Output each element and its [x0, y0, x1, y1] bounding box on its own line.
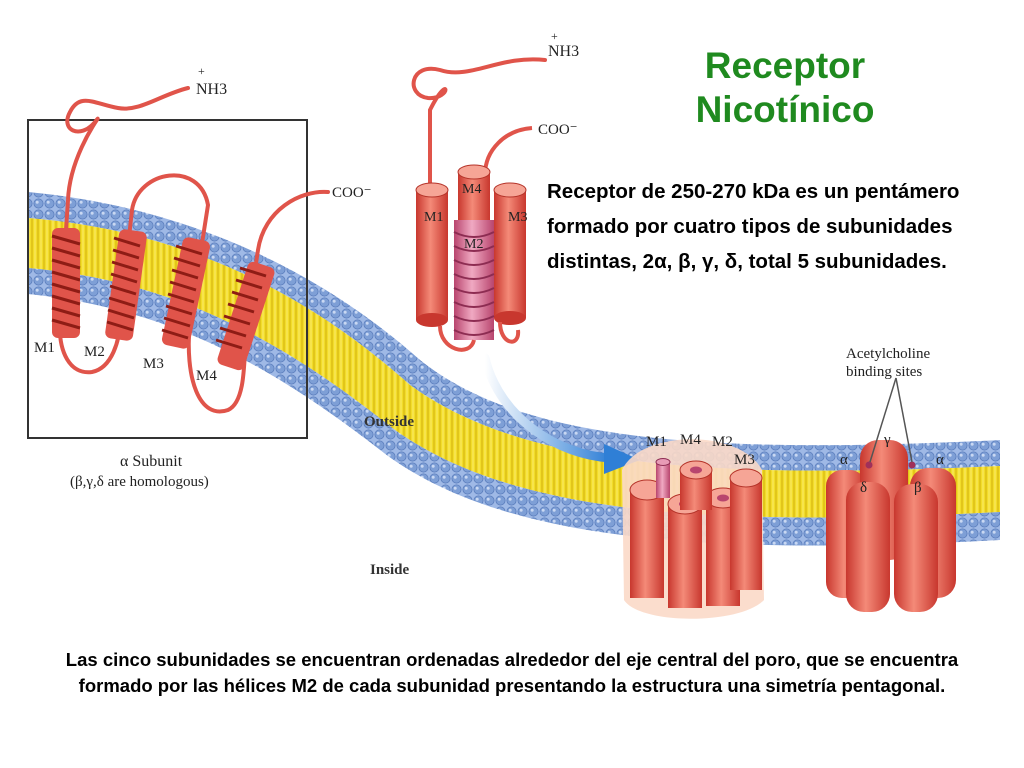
hydrophobic-core — [28, 218, 1000, 518]
assembly-arrow — [480, 353, 640, 474]
cylinder-m1 — [415, 182, 449, 327]
caption-text: Las cinco subunidades se encuentran orde… — [65, 649, 959, 696]
pentamer-label-m1: M1 — [646, 434, 667, 450]
outside-label: Outside — [364, 414, 414, 430]
title-line-2: Nicotínico — [695, 89, 875, 130]
receptor-side-view: Acetylcholine binding sites α γ α δ β — [826, 346, 956, 612]
subunit-delta: δ — [860, 480, 867, 496]
cylinder-m3 — [493, 182, 527, 325]
subunit-beta: β — [914, 480, 922, 496]
helix-m3 — [161, 237, 211, 349]
pentamer-model: M1 M4 M2 M3 — [622, 432, 764, 619]
cylinder-m2 — [453, 220, 495, 340]
binding-label-line2: binding sites — [846, 364, 922, 380]
subunit-alpha-right: α — [936, 452, 944, 468]
helix-m1 — [51, 228, 81, 338]
model-label-m4: M4 — [462, 182, 481, 197]
subunit-gamma: γ — [883, 432, 891, 448]
c-terminus-label: COO⁻ — [332, 185, 372, 201]
title-line-1: Receptor — [704, 45, 866, 86]
label-m1: M1 — [34, 340, 55, 356]
model-label-m3: M3 — [508, 210, 527, 225]
alpha-subunit-panel: NH3 + COO⁻ M1 M2 M3 M4 α Subunit (β,γ,δ … — [27, 64, 372, 490]
subunit-3d-model: NH3 + COO⁻ M4 M1 M3 M2 — [411, 29, 579, 352]
inside-label: Inside — [370, 562, 410, 578]
subunit-alpha-left: α — [840, 452, 848, 468]
helix-m2 — [105, 229, 147, 341]
model-c-terminus: COO⁻ — [538, 122, 578, 138]
model-label-m2: M2 — [464, 237, 483, 252]
n-terminus-charge: + — [198, 64, 205, 78]
binding-label-line1: Acetylcholine — [846, 346, 930, 362]
model-label-m1: M1 — [424, 210, 443, 225]
subunit-note: (β,γ,δ are homologous) — [70, 474, 209, 490]
model-n-terminus: NH3 — [548, 43, 579, 60]
pentamer-label-m4: M4 — [680, 432, 701, 448]
description-text: Receptor de 250-270 kDa es un pentámero … — [547, 180, 960, 273]
pentamer-label-m2: M2 — [712, 434, 733, 450]
outer-head-layer — [28, 192, 1000, 471]
slide-title: Receptor Nicotínico — [640, 44, 930, 132]
n-terminus-label: NH3 — [196, 81, 227, 98]
label-m2: M2 — [84, 344, 105, 360]
model-n-charge: + — [551, 29, 558, 43]
label-m3: M3 — [143, 356, 164, 372]
peptide-chain — [57, 86, 330, 414]
subunit-title: α Subunit — [120, 453, 183, 470]
pentamer-label-m3: M3 — [734, 452, 755, 468]
helix-m4 — [215, 261, 275, 371]
label-m4: M4 — [196, 368, 217, 384]
pentamer-cylinders — [629, 458, 763, 608]
